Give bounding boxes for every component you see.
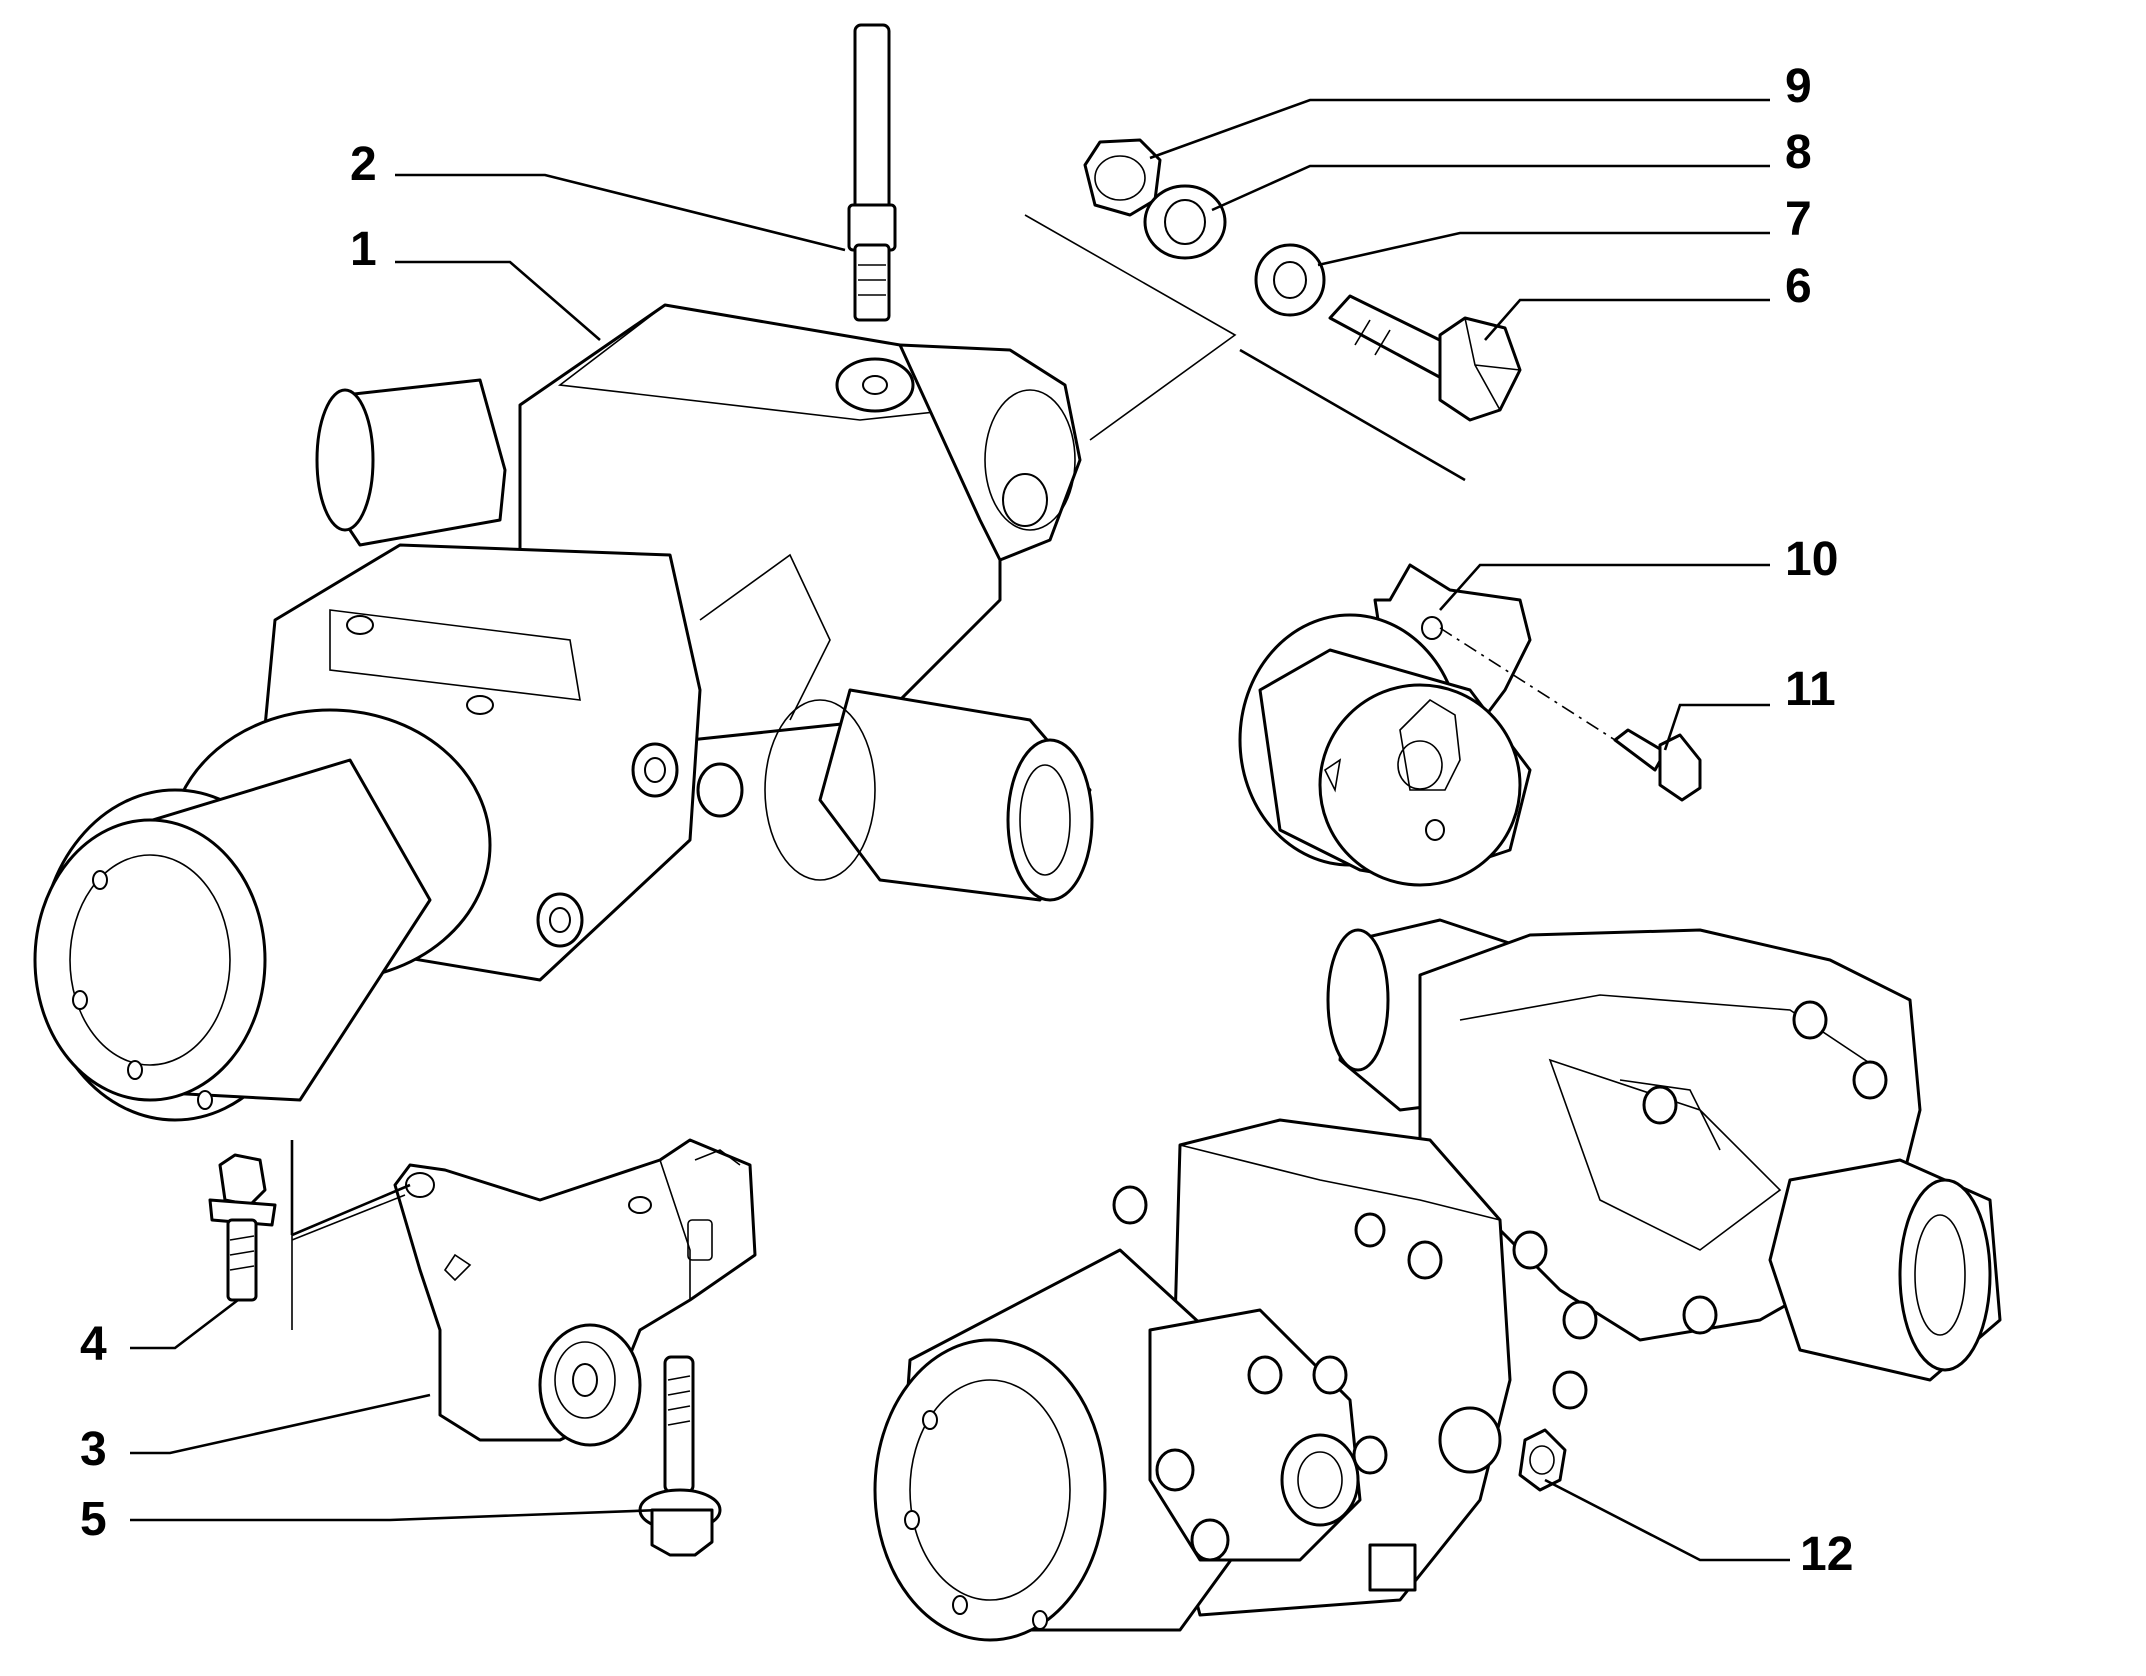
leader-12 xyxy=(1544,1478,1790,1562)
callout-6: 6 xyxy=(1785,260,1812,313)
part-11-cap-screw xyxy=(1613,728,1702,802)
leader-8 xyxy=(1211,164,1770,212)
part-10-assembly-axis xyxy=(1439,627,1616,741)
leader-9 xyxy=(1149,98,1770,160)
callout-12: 12 xyxy=(1800,1528,1853,1581)
leader-1 xyxy=(395,260,601,341)
part-10-cover-cap xyxy=(1238,563,1532,887)
assembly-axis-line xyxy=(1024,214,1237,441)
part-12-housing-assembly xyxy=(873,918,2002,1642)
part-6-hex-bolt xyxy=(1328,294,1522,422)
leader-2 xyxy=(395,173,846,252)
bracket-ref-line-diagonal xyxy=(291,1183,411,1237)
leader-6 xyxy=(1484,298,1770,341)
leader-3 xyxy=(130,1393,431,1455)
callout-11: 11 xyxy=(1785,663,1836,716)
callout-1: 1 xyxy=(350,223,377,276)
callout-4: 4 xyxy=(80,1318,107,1371)
callout-10: 10 xyxy=(1785,533,1838,586)
part-4-bracket-bolt xyxy=(208,1153,277,1302)
callout-7: 7 xyxy=(1785,193,1812,246)
leader-5 xyxy=(130,1508,661,1522)
leader-4 xyxy=(130,1298,239,1350)
bracket-ref-line-lower xyxy=(291,1194,406,1330)
assembly-bracket-line xyxy=(1239,348,1466,482)
callout-3: 3 xyxy=(80,1423,107,1476)
part-2-stud xyxy=(847,23,897,322)
part-1-gearbox-housing xyxy=(33,303,1094,1122)
leader-10 xyxy=(1439,563,1770,611)
callout-9: 9 xyxy=(1785,60,1812,113)
leader-7 xyxy=(1317,231,1770,267)
part-5-flanged-bolt xyxy=(638,1355,722,1557)
part-3-mounting-bracket xyxy=(393,1138,757,1447)
leader-11 xyxy=(1663,703,1770,751)
callout-2: 2 xyxy=(350,138,377,191)
callout-5: 5 xyxy=(80,1493,107,1546)
part-7-washer xyxy=(1254,243,1326,317)
callout-8: 8 xyxy=(1785,126,1812,179)
part-8-spacer-washer xyxy=(1143,184,1227,260)
part-9-hex-nut xyxy=(1083,138,1162,217)
